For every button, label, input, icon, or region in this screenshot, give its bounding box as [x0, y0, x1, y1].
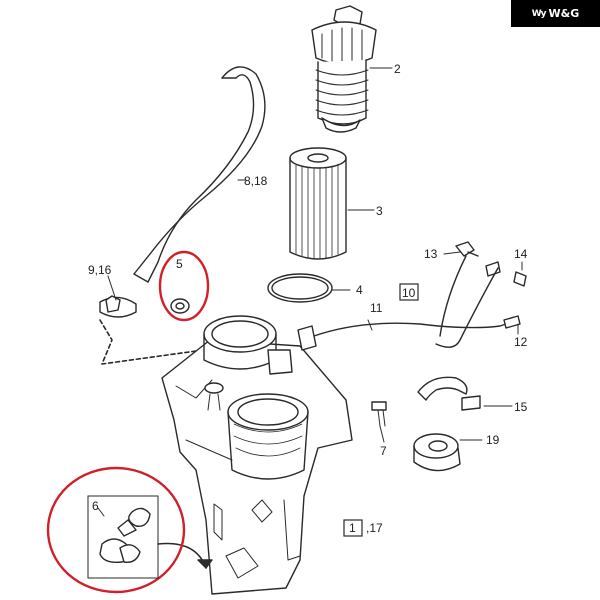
callout-13: 13: [424, 247, 438, 261]
tape-roll: [413, 433, 461, 472]
highlight-circle-gaskets: [46, 466, 186, 594]
leader-lines: [97, 67, 523, 517]
brand-logo: Wy W&G: [511, 0, 600, 27]
oil-sensor: [435, 241, 527, 348]
logo-text: W&G: [548, 7, 580, 20]
callout-1-17: ,17: [366, 521, 383, 535]
callout-4: 4: [356, 283, 363, 297]
callout-5: 5: [176, 257, 183, 271]
seal-ring: [170, 298, 190, 314]
sensor-cable: [297, 315, 521, 351]
oil-filter-cap: [311, 5, 377, 133]
callout-15: 15: [514, 400, 528, 414]
callout-12: 12: [514, 335, 528, 349]
box-6: [87, 495, 159, 579]
logo-mark-icon: Wy: [531, 8, 547, 19]
hose-clamp: [99, 295, 137, 318]
callout-10: 10: [402, 286, 416, 300]
callout-11: 11: [370, 301, 383, 315]
box-10: [399, 283, 419, 301]
callout-14: 14: [514, 247, 528, 261]
callout-9-16: 9,16: [88, 263, 112, 277]
callout-19: 19: [486, 433, 500, 447]
callout-7: 7: [380, 444, 387, 458]
box-1: [343, 519, 363, 537]
oil-filter-element: [289, 147, 347, 260]
callout-6: 6: [92, 499, 99, 513]
callout-2: 2: [394, 62, 401, 76]
callout-3: 3: [376, 204, 383, 218]
highlight-circle-seal: [158, 250, 210, 322]
callout-8-18: 8,18: [244, 174, 268, 188]
oil-filter-housing: [161, 315, 353, 595]
callout-1: 1: [349, 521, 356, 535]
dashed-leader: [99, 319, 219, 365]
o-ring: [267, 273, 333, 303]
breather-hose: [133, 66, 266, 283]
gasket-set: [99, 507, 151, 564]
bolt: [371, 401, 387, 427]
cable-tie: [417, 376, 481, 411]
